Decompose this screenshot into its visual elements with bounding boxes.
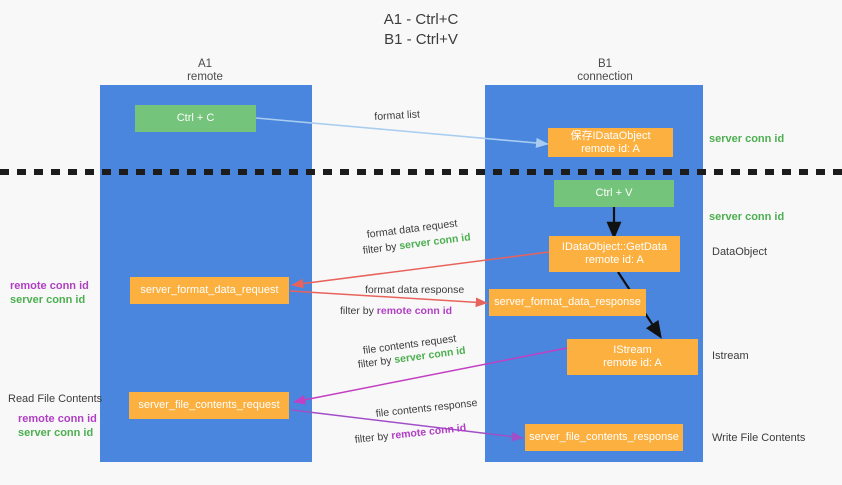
- edge-label-format-data-response-filter: filter by remote conn id: [340, 304, 452, 318]
- column-header-b1: B1 connection: [530, 58, 680, 84]
- phase-divider: [0, 169, 842, 175]
- filter-key-remote-conn-id-1: remote conn id: [376, 305, 453, 317]
- node-server-format-data-response[interactable]: server_format_data_response: [489, 289, 646, 316]
- node-server-file-contents-request[interactable]: server_file_contents_request: [129, 392, 289, 419]
- edge-label-file-contents-response-filter: filter by remote conn id: [354, 421, 467, 447]
- annotation-istream: Istream: [712, 350, 749, 362]
- title-line-1: A1 - Ctrl+C: [383, 11, 459, 28]
- node-istream-line2: remote id: A: [603, 357, 662, 369]
- filter-prefix-4: filter by: [354, 430, 392, 446]
- node-server-format-data-request[interactable]: server_format_data_request: [130, 277, 289, 304]
- node-format-data-response-label: server_format_data_response: [494, 296, 641, 308]
- column-b1-name: B1: [597, 58, 613, 70]
- node-save-idataobject[interactable]: 保存IDataObject remote id: A: [548, 128, 673, 157]
- node-save-idataobject-line2: remote id: A: [581, 142, 640, 155]
- annotation-remote-conn-id-1: remote conn id: [10, 280, 89, 292]
- annotation-dataobject: DataObject: [712, 246, 768, 258]
- node-server-file-contents-response[interactable]: server_file_contents_response: [525, 424, 683, 451]
- node-ctrl-v-label: Ctrl + V: [595, 187, 633, 199]
- node-getdata-line1: IDataObject::GetData: [561, 241, 668, 253]
- edge-label-file-contents-response: file contents response: [375, 396, 478, 420]
- edge-label-format-list: format list: [374, 108, 421, 123]
- column-a1-name: A1: [197, 58, 213, 70]
- diagram-title: A1 - Ctrl+C B1 - Ctrl+V: [0, 10, 842, 50]
- annotation-server-conn-id-top: server conn id: [709, 133, 785, 145]
- node-file-contents-response-label: server_file_contents_response: [529, 431, 679, 443]
- node-save-idataobject-line1: 保存IDataObject: [570, 129, 651, 142]
- node-ctrl-c-label: Ctrl + C: [176, 112, 215, 124]
- column-a1-sub: remote: [187, 71, 223, 83]
- filter-prefix-1: filter by: [362, 240, 401, 257]
- node-istream[interactable]: IStream remote id: A: [567, 339, 698, 375]
- annotation-server-conn-id-2: server conn id: [18, 427, 94, 439]
- node-format-data-request-label: server_format_data_request: [140, 284, 279, 296]
- node-istream-line1: IStream: [613, 344, 652, 356]
- filter-prefix-3: filter by: [357, 354, 396, 371]
- filter-prefix-2: filter by: [340, 305, 377, 317]
- column-b1-sub: connection: [577, 71, 633, 83]
- filter-key-remote-conn-id-2: remote conn id: [390, 421, 467, 442]
- annotation-write-file-contents: Write File Contents: [712, 432, 806, 444]
- node-file-contents-request-label: server_file_contents_request: [138, 399, 280, 411]
- annotation-read-file-contents: Read File Contents: [8, 393, 103, 405]
- annotation-remote-conn-id-2: remote conn id: [18, 413, 97, 425]
- node-ctrl-v[interactable]: Ctrl + V: [554, 180, 674, 207]
- node-idataobject-getdata[interactable]: IDataObject::GetData remote id: A: [549, 236, 680, 272]
- column-header-a1: A1 remote: [130, 58, 280, 84]
- edge-label-format-data-response: format data response: [365, 284, 465, 296]
- node-ctrl-c[interactable]: Ctrl + C: [135, 105, 256, 132]
- annotation-server-conn-id-mid: server conn id: [709, 211, 785, 223]
- annotation-server-conn-id-1: server conn id: [10, 294, 86, 306]
- node-getdata-line2: remote id: A: [585, 254, 644, 266]
- title-line-2: B1 - Ctrl+V: [384, 31, 458, 48]
